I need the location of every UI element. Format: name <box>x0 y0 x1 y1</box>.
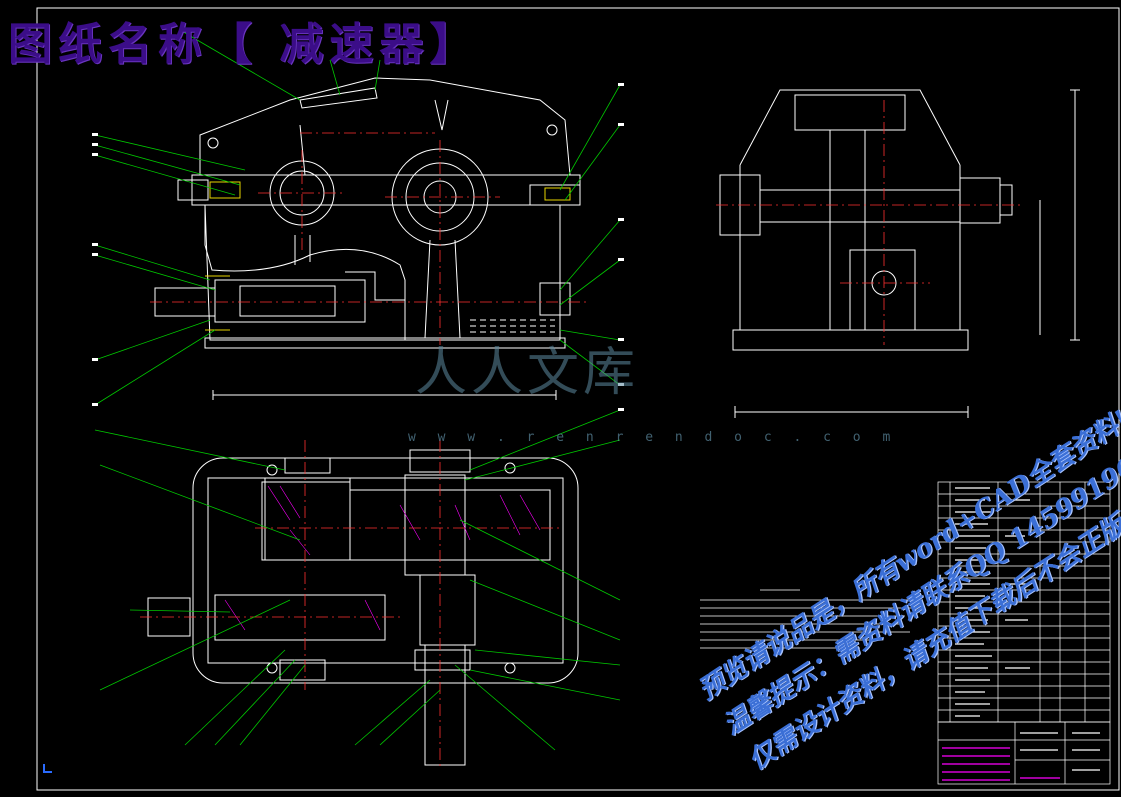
leader-ticks <box>92 83 624 411</box>
leader-lines <box>94 29 621 751</box>
ucs-icon <box>43 764 52 773</box>
watermark-url: w w w . r e n r e n d o c . c o m <box>408 430 898 445</box>
front-view-centerlines <box>150 132 590 345</box>
title-block <box>937 721 1111 785</box>
title-block-text <box>1020 732 1100 771</box>
drawing-frame <box>36 7 1120 791</box>
title-block-magenta <box>942 747 1060 781</box>
top-view-centerlines <box>140 440 560 770</box>
side-view <box>719 89 1080 418</box>
watermark-logo: 人人文库 <box>415 343 640 403</box>
drawing-title: 图纸名称【 减速器】 <box>8 19 480 70</box>
top-view-hatch <box>224 485 541 631</box>
top-view <box>147 449 579 766</box>
side-view-centerlines <box>716 100 1020 345</box>
technical-notes <box>700 589 920 649</box>
parts-list-text <box>955 487 1030 717</box>
front-view-details-yellow <box>205 181 571 331</box>
